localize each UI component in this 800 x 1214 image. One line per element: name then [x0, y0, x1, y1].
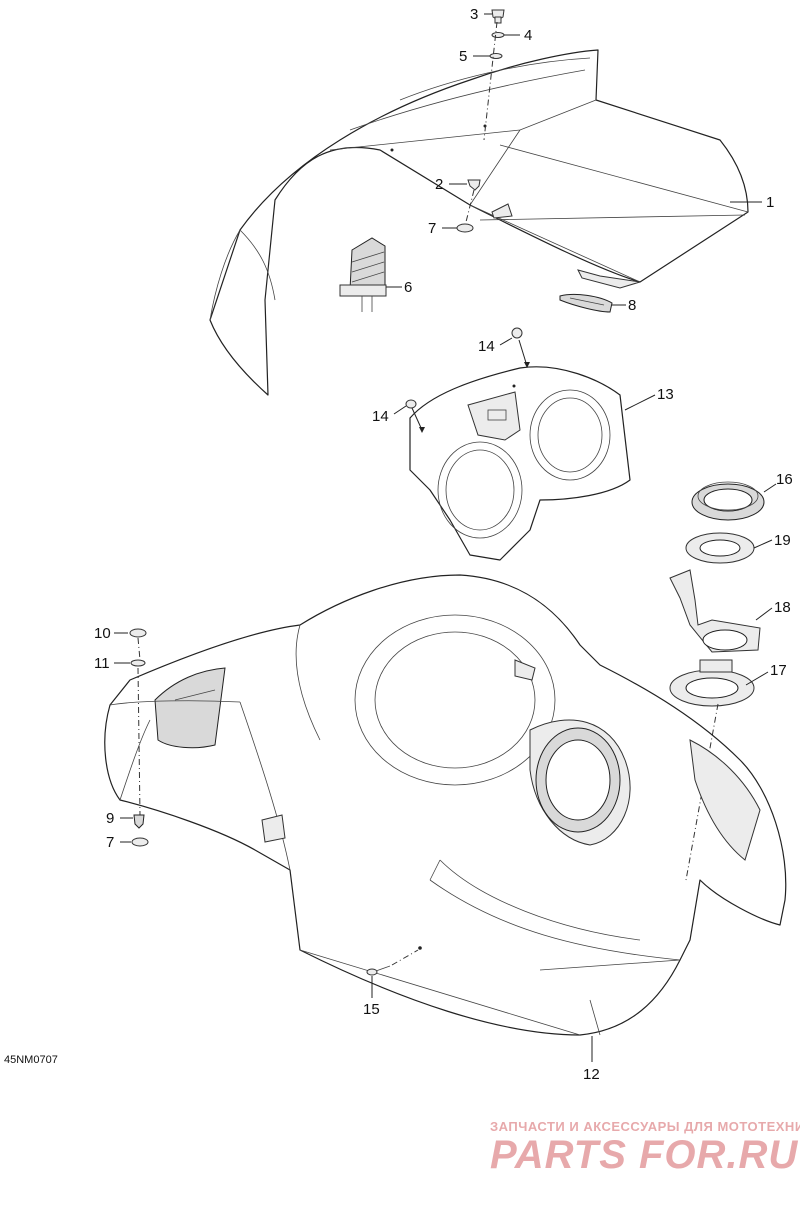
callout-4: 4 [504, 27, 532, 44]
callout-7-top: 7 [428, 220, 457, 237]
callout-2: 2 [435, 176, 467, 193]
svg-text:14: 14 [478, 338, 495, 355]
svg-text:1: 1 [766, 194, 774, 211]
svg-text:8: 8 [628, 297, 636, 314]
svg-text:12: 12 [583, 1066, 600, 1083]
svg-text:7: 7 [428, 220, 436, 237]
callout-10: 10 [94, 625, 128, 642]
diagram-reference-code: 45NM0707 [4, 1054, 58, 1066]
callout-3: 3 [470, 6, 492, 23]
callout-6: 6 [386, 279, 412, 296]
part-16-nut [691, 481, 765, 521]
part-18-bracket [669, 569, 761, 653]
svg-text:2: 2 [435, 176, 443, 193]
svg-text:3: 3 [470, 6, 478, 23]
callout-18: 18 [755, 599, 791, 621]
callout-9: 9 [106, 810, 133, 827]
svg-text:11: 11 [94, 655, 110, 672]
callout-15: 15 [363, 976, 380, 1018]
part-12-dash-panel [104, 574, 787, 1036]
svg-text:4: 4 [524, 27, 532, 44]
callout-12: 12 [583, 1036, 600, 1083]
fastener-group-top [456, 9, 505, 233]
svg-text:19: 19 [774, 532, 791, 549]
part-13-gauge-housing [409, 366, 631, 561]
callout-8: 8 [612, 297, 636, 314]
svg-text:5: 5 [459, 48, 467, 65]
callout-13: 13 [624, 386, 674, 411]
callout-5: 5 [459, 48, 490, 65]
fastener-group-left [129, 628, 149, 847]
svg-text:16: 16 [776, 471, 793, 488]
svg-text:6: 6 [404, 279, 412, 296]
part-8-clip [559, 293, 613, 313]
svg-text:10: 10 [94, 625, 111, 642]
callout-14-a: 14 [478, 337, 513, 355]
watermark-logo: PARTS FOR.RU [490, 1133, 798, 1177]
callout-14-b: 14 [372, 405, 407, 425]
callout-17: 17 [745, 662, 787, 686]
svg-text:14: 14 [372, 408, 389, 425]
part-6-connector [339, 237, 387, 312]
svg-text:7: 7 [106, 834, 114, 851]
screw-15 [366, 949, 419, 976]
callout-1: 1 [730, 194, 774, 211]
callout-11: 11 [94, 655, 130, 672]
watermark-tagline: ЗАПЧАСТИ И АКСЕССУАРЫ ДЛЯ МОТОТЕХНИКИ [490, 1119, 800, 1134]
callout-19: 19 [753, 532, 791, 549]
svg-text:17: 17 [770, 662, 787, 679]
svg-text:18: 18 [774, 599, 791, 616]
screw-14 [405, 327, 530, 433]
svg-text:13: 13 [657, 386, 674, 403]
part-19-washer [685, 532, 755, 564]
part-1-upper-cowl [209, 49, 749, 396]
part-17-gasket [669, 659, 755, 707]
callout-7-bottom: 7 [106, 834, 131, 851]
callout-16: 16 [763, 471, 793, 493]
svg-text:15: 15 [363, 1001, 380, 1018]
svg-text:9: 9 [106, 810, 114, 827]
